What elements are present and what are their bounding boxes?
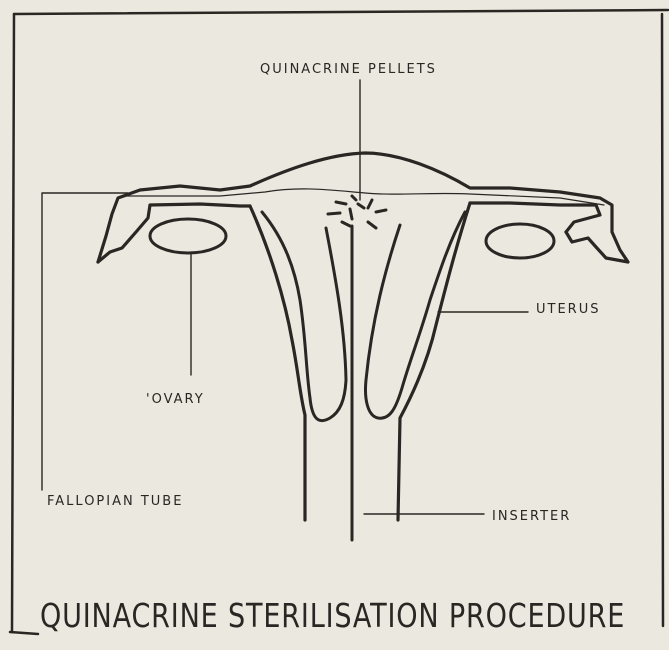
leader-lines — [42, 80, 528, 514]
label-quinacrine-pellets: QUINACRINE PELLETS — [260, 62, 437, 77]
label-ovary: 'OVARY — [146, 392, 205, 407]
label-uterus: UTERUS — [536, 302, 600, 317]
quinacrine-pellets — [328, 196, 386, 228]
page-border — [10, 10, 668, 634]
label-fallopian-tube: FALLOPIAN TUBE — [47, 494, 183, 509]
diagram-title: QUINACRINE STERILISATION PROCEDURE — [40, 596, 625, 635]
label-inserter: INSERTER — [492, 509, 571, 524]
